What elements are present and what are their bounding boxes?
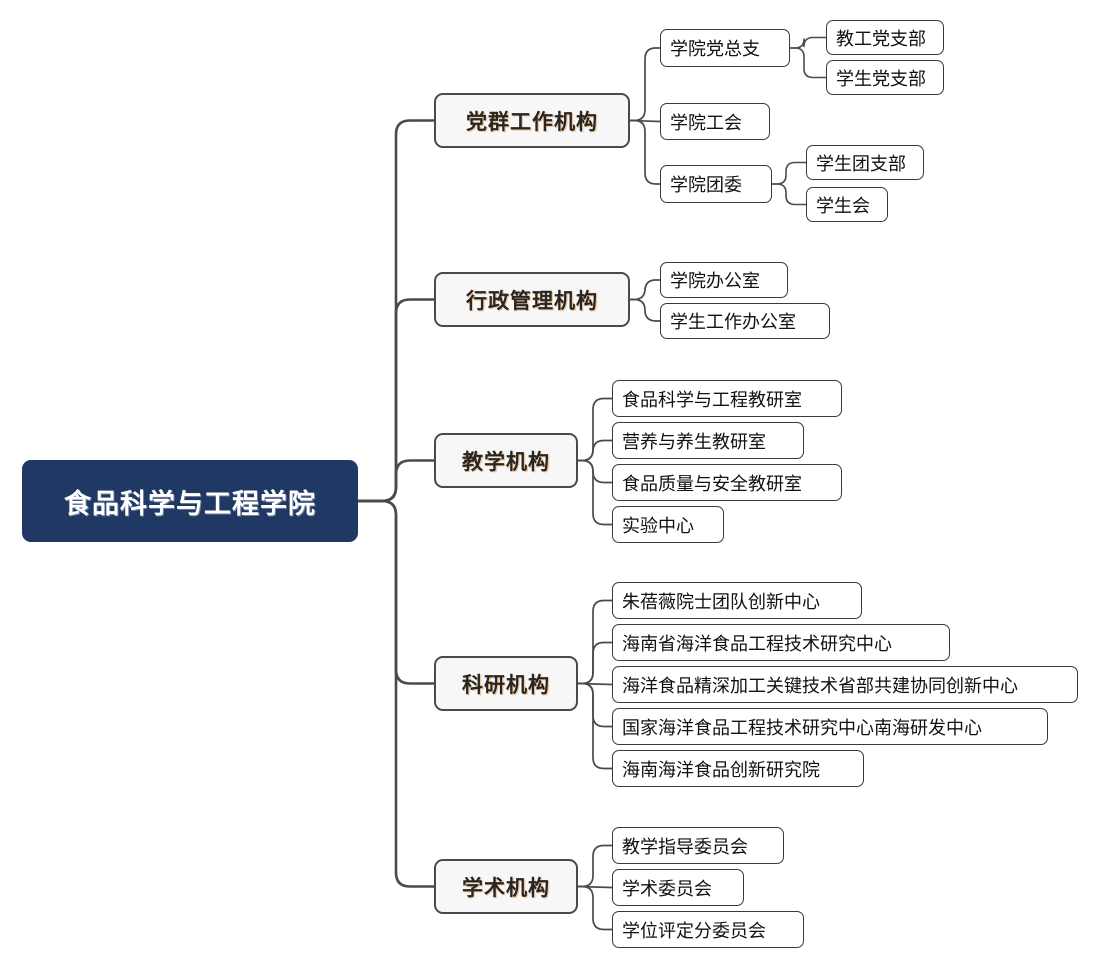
node-food-sci-eng-dept[interactable]: 食品科学与工程教研室 <box>612 380 842 417</box>
node-nutrition-dept[interactable]: 营养与养生教研室 <box>612 422 804 459</box>
node-hainan-marine-food-center[interactable]: 海南省海洋食品工程技术研究中心 <box>612 624 950 661</box>
node-national-nanhai-center[interactable]: 国家海洋食品工程技术研究中心南海研发中心 <box>612 708 1048 745</box>
category-node-teaching[interactable]: 教学机构 <box>434 433 578 488</box>
node-college-office[interactable]: 学院办公室 <box>660 262 788 298</box>
node-degree-committee[interactable]: 学位评定分委员会 <box>612 911 804 948</box>
connector-line <box>577 844 613 888</box>
category-node-party[interactable]: 党群工作机构 <box>434 93 630 148</box>
node-student-union[interactable]: 学生会 <box>806 187 888 222</box>
node-academic-committee[interactable]: 学术委员会 <box>612 869 744 906</box>
connector-line <box>629 279 661 301</box>
node-deep-processing-center[interactable]: 海洋食品精深加工关键技术省部共建协同创新中心 <box>612 666 1078 703</box>
category-node-academic[interactable]: 学术机构 <box>434 859 578 914</box>
connector-line <box>577 397 613 462</box>
category-node-research[interactable]: 科研机构 <box>434 656 578 711</box>
connector-line <box>629 119 661 185</box>
connector-line <box>356 459 436 503</box>
connector-line <box>789 47 827 79</box>
node-lab-center[interactable]: 实验中心 <box>612 506 724 543</box>
node-staff-party[interactable]: 教工党支部 <box>826 20 944 55</box>
connector-line <box>771 161 807 185</box>
connector-line <box>356 499 436 685</box>
connector-line <box>577 682 613 728</box>
connector-line <box>577 641 613 685</box>
node-youth-league[interactable]: 学院团委 <box>660 165 772 203</box>
connector-line <box>789 36 827 49</box>
node-student-party[interactable]: 学生党支部 <box>826 60 944 95</box>
category-node-admin[interactable]: 行政管理机构 <box>434 272 630 327</box>
connector-line <box>356 499 436 888</box>
connector-line <box>577 885 613 889</box>
connector-line <box>577 459 613 526</box>
connector-line <box>577 599 613 685</box>
connector-line <box>577 885 613 931</box>
node-union[interactable]: 学院工会 <box>660 103 770 140</box>
connector-line <box>356 119 436 503</box>
connector-line <box>577 682 613 770</box>
node-party-branch[interactable]: 学院党总支 <box>660 29 790 67</box>
connector-line <box>629 119 661 123</box>
node-teaching-steering-committee[interactable]: 教学指导委员会 <box>612 827 784 864</box>
connector-line <box>771 183 807 206</box>
connector-line <box>356 298 436 503</box>
root-node[interactable]: 食品科学与工程学院 <box>22 460 358 542</box>
node-student-league-branch[interactable]: 学生团支部 <box>806 145 924 180</box>
connector-line <box>577 459 613 484</box>
node-zhu-beiwei-center[interactable]: 朱蓓薇院士团队创新中心 <box>612 582 862 619</box>
connector-line <box>577 439 613 462</box>
connector-line <box>629 47 661 122</box>
node-food-quality-safety-dept[interactable]: 食品质量与安全教研室 <box>612 464 842 501</box>
connector-line <box>577 682 613 686</box>
node-hainan-marine-institute[interactable]: 海南海洋食品创新研究院 <box>612 750 864 787</box>
connector-line <box>629 298 661 322</box>
node-student-affairs-office[interactable]: 学生工作办公室 <box>660 303 830 339</box>
